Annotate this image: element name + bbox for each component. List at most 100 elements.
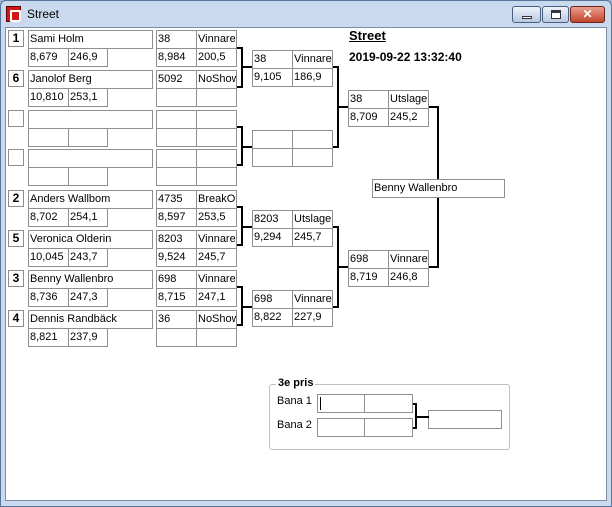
- car-number-field[interactable]: 38: [252, 50, 293, 69]
- result-status-field[interactable]: Vinnare: [292, 290, 333, 309]
- speed-field[interactable]: 186,9: [292, 68, 333, 87]
- driver-name-field[interactable]: Benny Wallenbro: [28, 270, 153, 289]
- speed-field[interactable]: 246,9: [68, 48, 108, 67]
- third-prize-connector: [415, 416, 429, 418]
- bracket-connector: [337, 106, 348, 108]
- result-status-field[interactable]: Vinnare: [292, 50, 333, 69]
- bracket-connector: [237, 126, 243, 128]
- driver-name-field[interactable]: Dennis Randbäck: [28, 310, 153, 329]
- car-number-field[interactable]: 38: [348, 90, 389, 109]
- elapsed-time-field[interactable]: [156, 328, 197, 347]
- elapsed-time-field[interactable]: [156, 88, 197, 107]
- elapsed-time-field[interactable]: [156, 128, 197, 147]
- speed-field[interactable]: 245,7: [196, 248, 237, 267]
- result-status-field[interactable]: NoShow: [196, 70, 237, 89]
- result-status-field[interactable]: [196, 110, 237, 129]
- bracket-connector: [237, 286, 243, 288]
- elapsed-time-field[interactable]: [252, 148, 293, 167]
- reaction-time-field[interactable]: 10,810: [28, 88, 69, 107]
- close-button[interactable]: ✕: [570, 6, 605, 23]
- speed-field[interactable]: [196, 88, 237, 107]
- reaction-time-field[interactable]: [28, 167, 69, 186]
- driver-name-field[interactable]: [28, 110, 153, 129]
- speed-field[interactable]: 237,9: [68, 328, 108, 347]
- bracket-connector: [337, 266, 348, 268]
- speed-field[interactable]: 246,8: [388, 268, 429, 287]
- car-number-field[interactable]: 5092: [156, 70, 197, 89]
- speed-field[interactable]: 227,9: [292, 308, 333, 327]
- result-status-field[interactable]: Vinnare: [388, 250, 429, 269]
- driver-name-field[interactable]: Veronica Olderin: [28, 230, 153, 249]
- result-status-field[interactable]: Utslagen: [292, 210, 333, 229]
- bracket-connector: [241, 306, 252, 308]
- maximize-button[interactable]: [542, 6, 569, 23]
- speed-field[interactable]: [68, 128, 108, 147]
- result-status-field[interactable]: Utslagen: [388, 90, 429, 109]
- speed-field[interactable]: [196, 167, 237, 186]
- elapsed-time-field[interactable]: [156, 167, 197, 186]
- reaction-time-field[interactable]: 8,702: [28, 208, 69, 227]
- speed-field[interactable]: 243,7: [68, 248, 108, 267]
- reaction-time-field[interactable]: [28, 128, 69, 147]
- car-number-field[interactable]: 36: [156, 310, 197, 329]
- elapsed-time-field[interactable]: 8,822: [252, 308, 293, 327]
- speed-field[interactable]: [196, 128, 237, 147]
- car-number-field[interactable]: 698: [252, 290, 293, 309]
- reaction-time-field[interactable]: 10,045: [28, 248, 69, 267]
- bracket-connector: [429, 106, 439, 108]
- elapsed-time-field[interactable]: 8,719: [348, 268, 389, 287]
- speed-field[interactable]: 245,7: [292, 228, 333, 247]
- car-number-field[interactable]: 8203: [156, 230, 197, 249]
- winner-field[interactable]: Benny Wallenbro: [372, 179, 505, 198]
- result-status-field[interactable]: NoShow: [196, 310, 237, 329]
- seed-number: 4: [8, 310, 24, 327]
- speed-field[interactable]: [292, 148, 333, 167]
- seed-number: 6: [8, 70, 24, 87]
- car-number-field[interactable]: 38: [156, 30, 197, 49]
- driver-name-field[interactable]: Janolof Berg: [28, 70, 153, 89]
- lane2-car-field[interactable]: [317, 418, 365, 437]
- reaction-time-field[interactable]: 8,679: [28, 48, 69, 67]
- speed-field[interactable]: 253,5: [196, 208, 237, 227]
- elapsed-time-field[interactable]: 8,709: [348, 108, 389, 127]
- reaction-time-field[interactable]: 8,736: [28, 288, 69, 307]
- car-number-field[interactable]: [156, 110, 197, 129]
- title-bar[interactable]: Street ✕: [1, 1, 611, 27]
- elapsed-time-field[interactable]: 9,105: [252, 68, 293, 87]
- minimize-button[interactable]: [512, 6, 541, 23]
- reaction-time-field[interactable]: 8,821: [28, 328, 69, 347]
- elapsed-time-field[interactable]: 9,524: [156, 248, 197, 267]
- result-status-field[interactable]: Vinnare: [196, 30, 237, 49]
- car-number-field[interactable]: [156, 149, 197, 168]
- elapsed-time-field[interactable]: 9,294: [252, 228, 293, 247]
- third-prize-result-field[interactable]: [428, 410, 502, 429]
- driver-name-field[interactable]: [28, 149, 153, 168]
- lane2-status-field[interactable]: [364, 418, 413, 437]
- speed-field[interactable]: 247,3: [68, 288, 108, 307]
- car-number-field[interactable]: 698: [156, 270, 197, 289]
- speed-field[interactable]: 200,5: [196, 48, 237, 67]
- car-number-field[interactable]: 4735: [156, 190, 197, 209]
- driver-name-field[interactable]: Anders Wallbom: [28, 190, 153, 209]
- elapsed-time-field[interactable]: 8,715: [156, 288, 197, 307]
- elapsed-time-field[interactable]: 8,597: [156, 208, 197, 227]
- speed-field[interactable]: 254,1: [68, 208, 108, 227]
- speed-field[interactable]: 253,1: [68, 88, 108, 107]
- car-number-field[interactable]: 8203: [252, 210, 293, 229]
- result-status-field[interactable]: Vinnare: [196, 270, 237, 289]
- car-number-field[interactable]: [252, 130, 293, 149]
- seed-number: 5: [8, 230, 24, 247]
- speed-field[interactable]: 245,2: [388, 108, 429, 127]
- result-status-field[interactable]: [196, 149, 237, 168]
- result-status-field[interactable]: [292, 130, 333, 149]
- result-status-field[interactable]: BreakOut: [196, 190, 237, 209]
- speed-field[interactable]: [196, 328, 237, 347]
- elapsed-time-field[interactable]: 8,984: [156, 48, 197, 67]
- driver-name-field[interactable]: Sami Holm: [28, 30, 153, 49]
- result-status-field[interactable]: Vinnare: [196, 230, 237, 249]
- lane1-car-field[interactable]: [317, 394, 365, 413]
- speed-field[interactable]: [68, 167, 108, 186]
- speed-field[interactable]: 247,1: [196, 288, 237, 307]
- lane1-status-field[interactable]: [364, 394, 413, 413]
- car-number-field[interactable]: 698: [348, 250, 389, 269]
